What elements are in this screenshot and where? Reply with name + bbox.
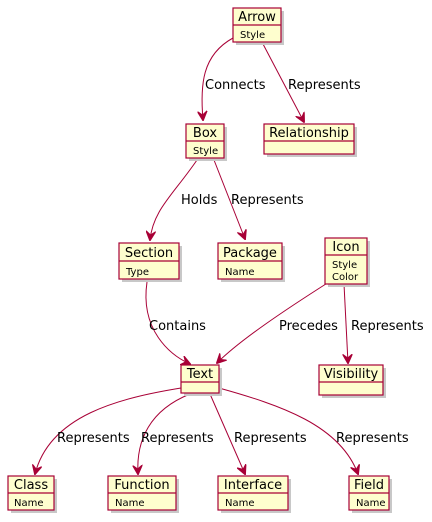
- class-function[interactable]: Function Name: [107, 475, 179, 513]
- edge-box-section: Holds: [150, 159, 218, 240]
- edge-line: [344, 283, 348, 363]
- edge-label-represents: Represents: [141, 431, 214, 446]
- edge-line: [213, 159, 245, 239]
- edge-line: [217, 281, 330, 363]
- edge-icon-visibility: Represents: [344, 283, 424, 363]
- class-box[interactable]: Box Style: [185, 123, 227, 161]
- edge-line: [218, 387, 358, 474]
- class-title: Field: [354, 478, 384, 493]
- class-text[interactable]: Text: [180, 364, 222, 396]
- class-attribute: Style: [193, 146, 218, 157]
- edge-line: [202, 37, 234, 120]
- class-title: Box: [193, 126, 217, 141]
- class-title: Class: [14, 478, 48, 493]
- edge-label-represents: Represents: [57, 431, 130, 446]
- class-title: Icon: [332, 240, 359, 255]
- node-box: [324, 237, 368, 285]
- class-title: Relationship: [269, 126, 349, 141]
- class-relationship[interactable]: Relationship: [263, 123, 357, 157]
- edge-line: [150, 159, 198, 240]
- edge-label-represents: Represents: [234, 431, 307, 446]
- class-title: Visibility: [324, 367, 379, 382]
- edge-line: [138, 393, 191, 474]
- class-attribute: Color: [332, 272, 359, 283]
- edge-section-text: Contains: [145, 281, 206, 364]
- edge-label-holds: Holds: [181, 193, 218, 208]
- edge-label-connects: Connects: [205, 78, 266, 93]
- edge-label-represents: Represents: [351, 319, 424, 334]
- edge-text-function: Represents: [138, 393, 214, 474]
- edge-text-field: Represents: [218, 387, 409, 474]
- edge-arrow-relationship: Represents: [262, 43, 361, 122]
- class-attribute: Name: [14, 498, 44, 509]
- node-box: [318, 364, 384, 396]
- class-section[interactable]: Section Type: [118, 242, 182, 282]
- edge-label-precedes: Precedes: [279, 319, 338, 334]
- edge-line: [209, 393, 245, 474]
- class-attribute: Name: [225, 267, 255, 278]
- edge-line: [262, 43, 304, 122]
- edge-line: [35, 387, 182, 474]
- edge-label-represents: Represents: [288, 78, 361, 93]
- class-title: Function: [114, 478, 169, 493]
- classes: Arrow Style Box Style Relationship Secti…: [7, 7, 392, 513]
- class-interface[interactable]: Interface Name: [217, 475, 291, 513]
- edge-box-package: Represents: [213, 159, 304, 239]
- class-title: Arrow: [238, 10, 276, 25]
- class-attribute: Name: [225, 498, 255, 509]
- edge-label-represents: Represents: [231, 193, 304, 208]
- class-attribute: Type: [125, 267, 149, 278]
- node-box: [180, 364, 220, 394]
- edge-line: [145, 281, 190, 364]
- class-visibility[interactable]: Visibility: [318, 364, 386, 398]
- edge-arrow-box: Connects: [202, 37, 266, 120]
- class-class[interactable]: Class Name: [7, 475, 57, 513]
- edge-label-contains: Contains: [149, 319, 206, 334]
- relations: Connects Represents Holds Represents Con…: [35, 37, 424, 474]
- class-title: Interface: [224, 478, 282, 493]
- class-attribute: Name: [356, 498, 386, 509]
- class-attribute: Name: [115, 498, 145, 509]
- edge-icon-text: Precedes: [217, 281, 338, 363]
- class-arrow[interactable]: Arrow Style: [232, 7, 284, 45]
- node-box: [263, 123, 355, 155]
- class-icon[interactable]: Icon Style Color: [324, 237, 370, 287]
- class-title: Section: [125, 246, 173, 261]
- edge-text-interface: Represents: [209, 393, 307, 474]
- class-title: Text: [186, 367, 213, 382]
- class-package[interactable]: Package Name: [217, 242, 285, 282]
- edge-label-represents: Represents: [336, 431, 409, 446]
- class-title: Package: [223, 246, 277, 261]
- class-field[interactable]: Field Name: [348, 475, 392, 513]
- class-attribute: Style: [240, 30, 265, 41]
- class-attribute: Style: [332, 260, 357, 271]
- edge-text-class: Represents: [35, 387, 182, 474]
